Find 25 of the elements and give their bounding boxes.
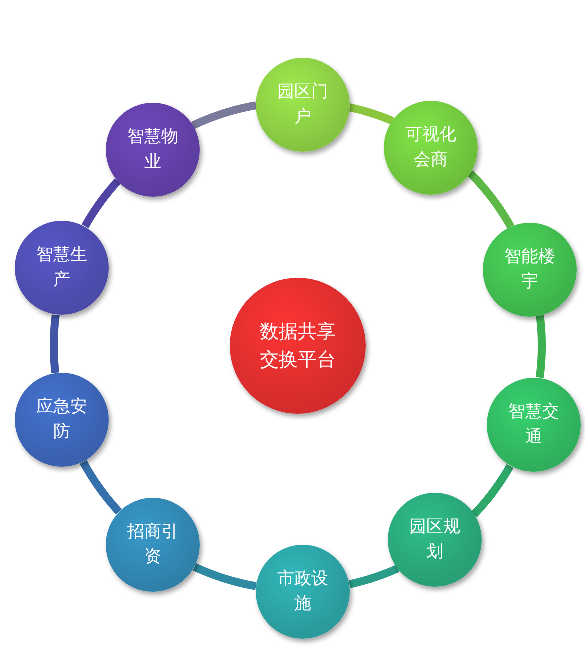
ring-connector [467,170,515,230]
ring-connector [348,564,400,588]
node-label: 可视化会商 [404,124,458,172]
node-label: 应急安防 [36,396,88,444]
ring-circle [106,103,200,197]
ring-connector [191,102,257,130]
node-label: 市政设施 [276,568,330,616]
ring-connector [193,563,257,590]
ring-circle [388,493,482,587]
node-label: 园区门户 [276,80,330,129]
node-label: 数据共享交换平台 [259,320,337,373]
ring-connector [471,464,514,518]
node-label: 智能楼宇 [504,246,556,294]
ring-connector [80,460,122,515]
ring-connector [50,314,60,374]
node-label: 智慧生产 [36,244,88,292]
node-label: 智慧物业 [126,126,180,174]
node-label: 园区规划 [408,516,462,564]
ring-circle [384,101,478,195]
node-label: 智慧交通 [508,400,560,449]
node-label: 招商引资 [126,520,180,569]
ring-connector [348,104,395,125]
ring-connector [82,178,121,228]
ring-connector [536,314,546,379]
ring-circle [106,498,200,592]
